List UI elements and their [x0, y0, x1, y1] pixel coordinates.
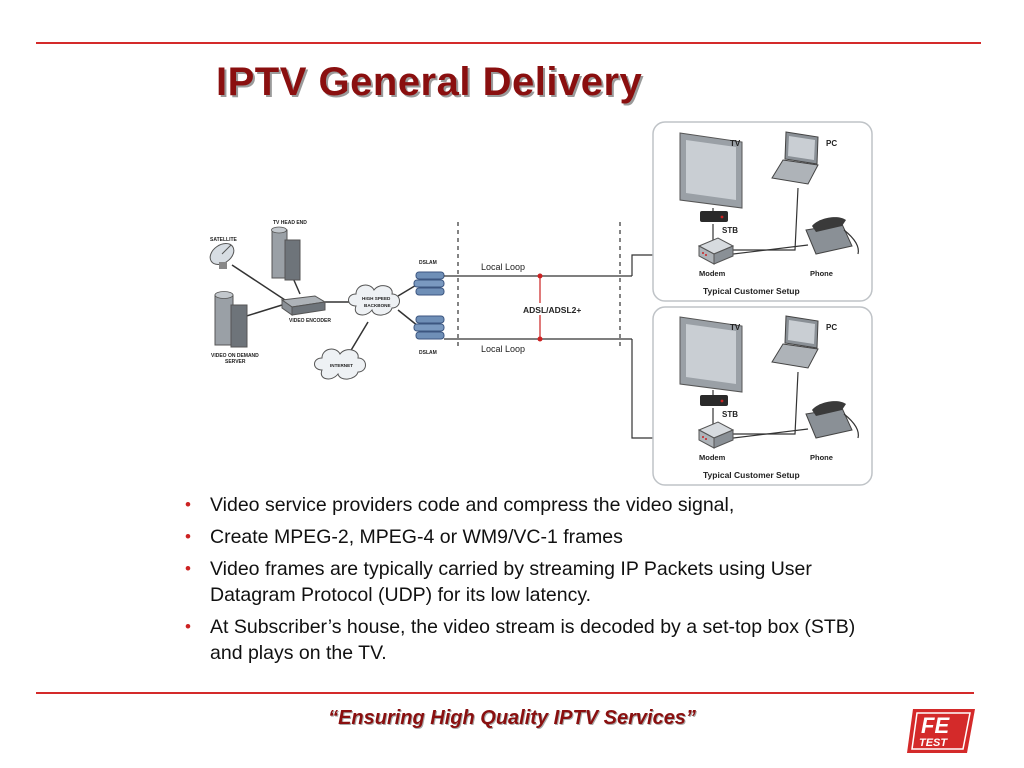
- adsl-label-bg: [521, 303, 589, 315]
- slide-title: IPTV General Delivery: [216, 60, 643, 104]
- bullet-item: • Create MPEG-2, MPEG-4 or WM9/VC-1 frame…: [185, 524, 885, 550]
- customer-1-modem-label: Modem: [699, 269, 726, 278]
- customer-2-stb-label: STB: [722, 410, 738, 419]
- customer-1-pc-label: PC: [826, 139, 837, 148]
- customer-2-phone-label: Phone: [810, 453, 833, 462]
- bullet-text: Video frames are typically carried by st…: [210, 558, 812, 606]
- customer-1-tv-label: TV: [730, 139, 741, 148]
- video-encoder-label: VIDEO ENCODER: [289, 318, 331, 324]
- internet-cloud-icon: [314, 348, 366, 380]
- vod-server-icon: [214, 291, 248, 348]
- local-loop-top-label: Local Loop: [481, 262, 525, 272]
- backbone-cloud-icon: [348, 284, 400, 316]
- customer-2-stb-icon: [700, 395, 728, 406]
- customer-1-phone-icon: [805, 217, 859, 255]
- customer-2-modem-label: Modem: [699, 453, 726, 462]
- tv-head-end-label: TV HEAD END: [273, 220, 307, 226]
- iptv-network-diagram: SATELLITE TV HEAD END VIDEO ENCODER VIDE…: [209, 121, 873, 486]
- bullet-item: • Video frames are typically carried by s…: [185, 556, 885, 608]
- bullet-item: • At Subscriber’s house, the video stream…: [185, 614, 885, 666]
- local-loop-bottom-label: Local Loop: [481, 344, 525, 354]
- bullet-dot-icon: •: [185, 495, 191, 514]
- dslam-top-label: DSLAM: [419, 260, 437, 266]
- customer-2-pc-label: PC: [826, 323, 837, 332]
- bullet-dot-icon: •: [185, 617, 191, 636]
- logo-line2: TEST: [919, 737, 948, 749]
- customer-1-caption: Typical Customer Setup: [703, 286, 800, 296]
- customer-2-caption: Typical Customer Setup: [703, 470, 800, 480]
- satellite-label: SATELLITE: [210, 237, 238, 243]
- top-rule: [36, 42, 981, 44]
- customer-setup-2: TV PC STB Modem Phone Typical Customer S…: [652, 306, 873, 486]
- fe-test-logo: FE TEST: [907, 709, 975, 753]
- dslam-bottom-label: DSLAM: [419, 350, 437, 356]
- customer-2-tv-icon: [679, 316, 743, 393]
- bullet-text: Video service providers code and compres…: [210, 494, 735, 516]
- backbone-label-line2: BACKBONE: [364, 303, 391, 308]
- satellite-dish-icon: [209, 243, 235, 269]
- footer-tagline: “Ensuring High Quality IPTV Services”: [328, 707, 696, 729]
- customer-2-tv-label: TV: [730, 323, 741, 332]
- dslam-top-icon: [413, 271, 445, 296]
- customer-1-stb-label: STB: [722, 226, 738, 235]
- bullet-text: At Subscriber’s house, the video stream …: [210, 616, 856, 664]
- bullet-dot-icon: •: [185, 559, 191, 578]
- customer-1-stb-icon: [700, 211, 728, 222]
- bullet-dot-icon: •: [185, 527, 191, 546]
- backbone-label-line1: HIGH SPEED: [362, 296, 391, 301]
- customer-1-tv-icon: [679, 132, 743, 209]
- customer-2-pc-icon: [771, 315, 819, 369]
- customer-1-phone-label: Phone: [810, 269, 833, 278]
- video-encoder-icon: [280, 295, 327, 316]
- customer-1-modem-icon: [697, 237, 735, 265]
- bullet-item: • Video service providers code and compre…: [185, 492, 885, 518]
- logo-line1: FE: [921, 713, 950, 738]
- internet-label: INTERNET: [330, 363, 353, 368]
- dslam-bottom-icon: [413, 315, 445, 340]
- customer-setup-1: TV PC STB Modem Phone Typical: [652, 121, 873, 302]
- bottom-rule: [36, 692, 974, 694]
- demarcation-lines: [457, 222, 621, 350]
- adsl-label: ADSL/ADSL2+: [523, 305, 581, 315]
- bullet-list: • Video service providers code and compre…: [185, 492, 885, 672]
- customer-2-phone-icon: [805, 401, 859, 439]
- tv-head-end-server-icon: [271, 226, 301, 281]
- customer-1-pc-icon: [771, 131, 819, 185]
- customer-2-modem-icon: [697, 421, 735, 449]
- vod-label-line2: SERVER: [225, 359, 246, 365]
- bullet-text: Create MPEG-2, MPEG-4 or WM9/VC-1 frames: [210, 526, 623, 548]
- vod-label-line1: VIDEO ON DEMAND: [211, 353, 259, 359]
